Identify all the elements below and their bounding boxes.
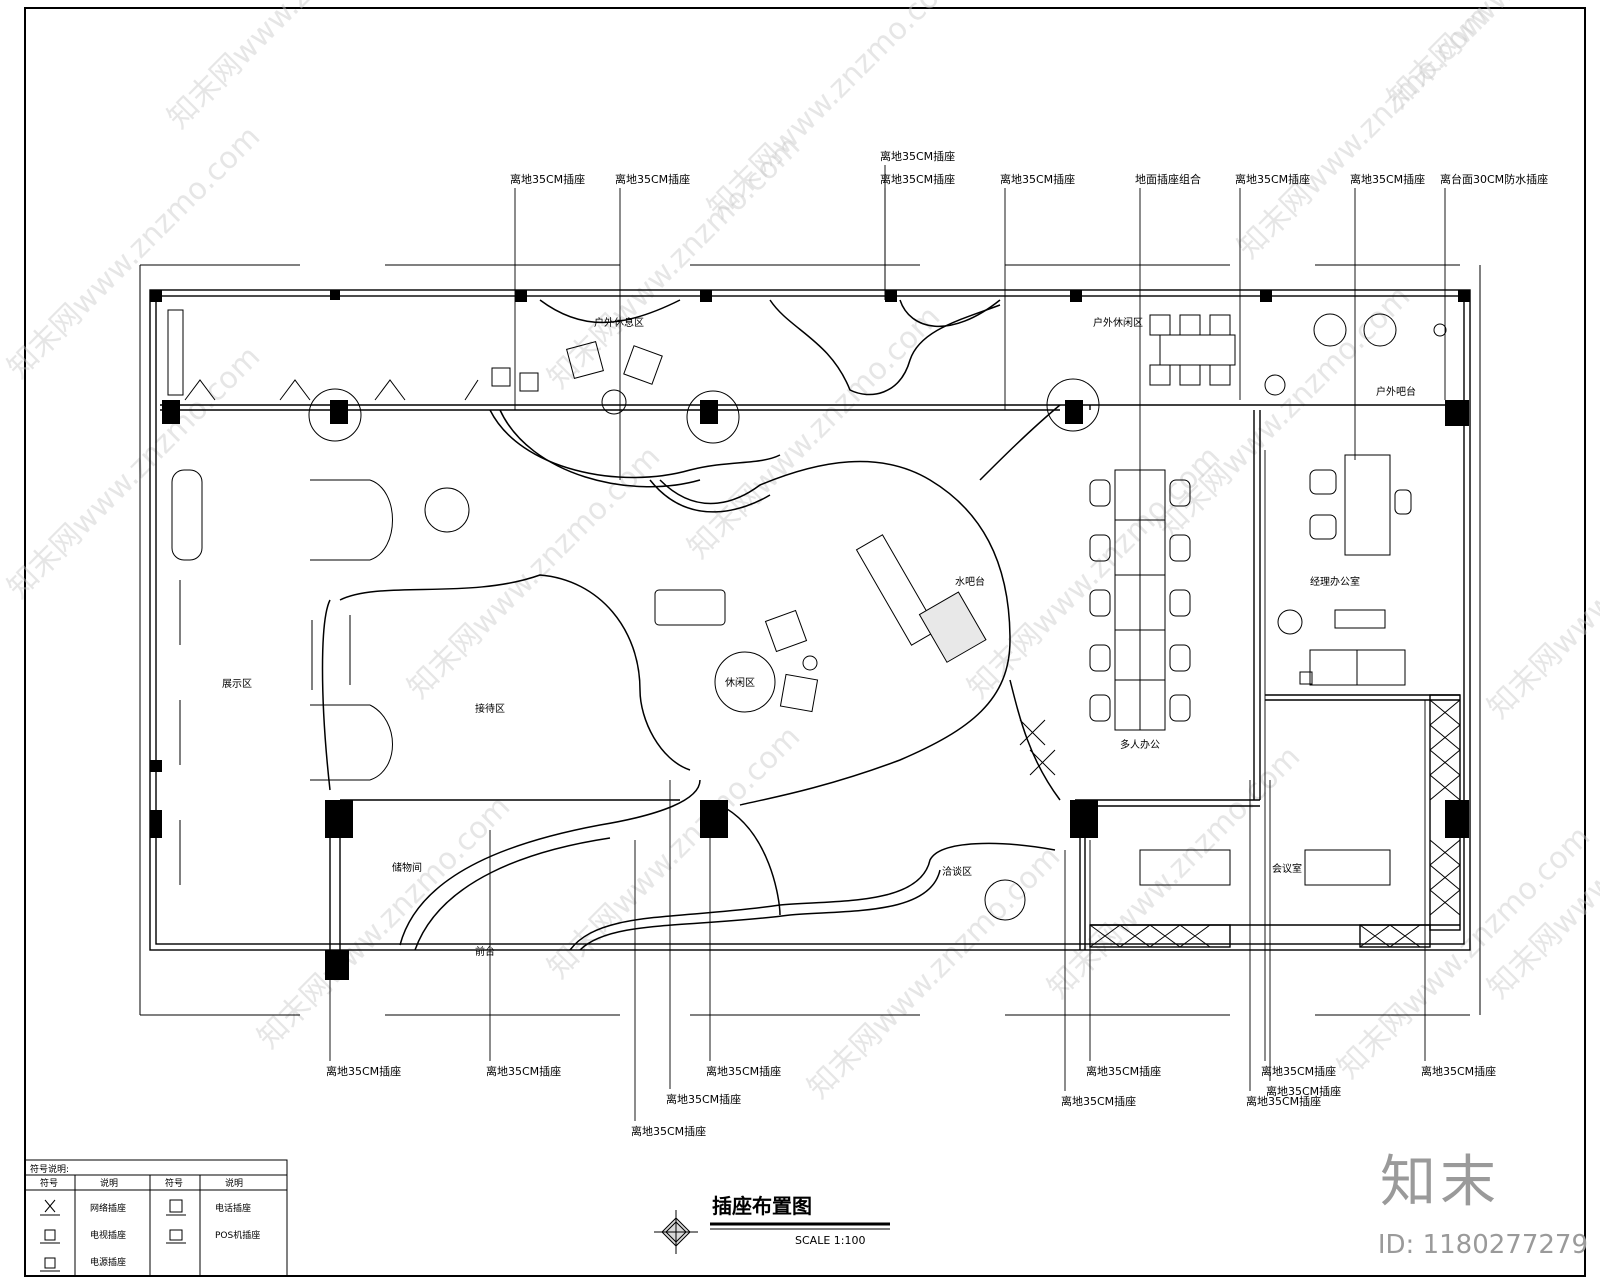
- column-block: [330, 400, 348, 424]
- callout-label-top: 离地35CM插座: [1235, 172, 1310, 186]
- column-block: [330, 290, 340, 300]
- column-block: [325, 800, 353, 838]
- room-labels: 户外休息区 户外休闲区 户外吧台 展示区 接待区 休闲区 水吧台 多人办公 经理…: [222, 316, 1416, 958]
- callout-label-top: 离地35CM插座: [880, 172, 955, 186]
- callout-label-bottom: 离地35CM插座: [631, 1124, 706, 1138]
- legend-item: 电源插座: [90, 1256, 126, 1268]
- column-block: [1065, 400, 1083, 424]
- room-label: 休闲区: [725, 676, 755, 689]
- legend-text: 符号说明: 符号 说明 符号 说明 网络插座 电话插座 电视插座 POS机插座 …: [30, 1163, 260, 1268]
- callout-label-top: 离地35CM插座: [880, 149, 955, 163]
- watermark-text: 知末网www.znzmo.com: [161, 0, 427, 136]
- dimension-lines: [139, 264, 1481, 1016]
- callout-label-top: 离台面30CM防水插座: [1440, 172, 1548, 186]
- watermark-text: 知末网www.znzmo.com: [251, 789, 517, 1055]
- watermark-text: 知末网www.znzmo.com: [1481, 459, 1600, 725]
- legend-item: 电视插座: [90, 1229, 126, 1241]
- room-label: 前台: [475, 945, 495, 958]
- column-block: [1260, 290, 1272, 302]
- legend-item: 电话插座: [215, 1202, 251, 1214]
- brand-logo: 知末: [1380, 1150, 1500, 1215]
- watermark-text: 知末网www.znzmo.com: [1041, 739, 1307, 1005]
- watermark-text: 知末网www.znzmo.com: [701, 0, 967, 226]
- room-label: 展示区: [222, 678, 252, 690]
- room-label: 会议室: [1272, 862, 1302, 875]
- drawing-frame: [24, 7, 1586, 1277]
- column-block: [700, 400, 718, 424]
- callout-label-bottom: 离地35CM插座: [1246, 1094, 1321, 1108]
- room-label: 多人办公: [1120, 738, 1160, 751]
- watermark-text: 知末网www.znzmo.com: [1151, 279, 1417, 545]
- room-label: 接待区: [475, 702, 505, 715]
- legend-header: 说明: [100, 1177, 118, 1189]
- watermark-text: 知末网www.znzmo.com: [1, 339, 267, 605]
- legend-header: 说明: [225, 1177, 243, 1189]
- title-block: 插座布置图 SCALE 1:100: [654, 1194, 890, 1254]
- callout-label-bottom: 离地35CM插座: [666, 1092, 741, 1106]
- column-block: [885, 290, 897, 302]
- callout-label-top: 地面插座组合: [1135, 172, 1201, 186]
- room-label: 洽谈区: [942, 865, 972, 878]
- room-label: 储物间: [392, 861, 422, 874]
- callout-label-top: 离地35CM插座: [510, 172, 585, 186]
- watermark-text: 知末网www.znzmo.com: [1381, 0, 1600, 116]
- column-block: [515, 290, 527, 302]
- callout-label-bottom: 离地35CM插座: [1266, 1084, 1341, 1098]
- curved-walls: [321, 299, 1061, 951]
- room-label: 经理办公室: [1310, 575, 1360, 588]
- callouts-bottom: 离地35CM插座离地35CM插座离地35CM插座离地35CM插座离地35CM插座…: [326, 1064, 1496, 1138]
- watermark-text: 知末网www.znzmo.com: [541, 719, 807, 985]
- callouts-top: 离地35CM插座离地35CM插座离地35CM插座离地35CM插座离地35CM插座…: [510, 149, 1548, 186]
- column-block: [700, 290, 712, 302]
- watermark-text: 知末网www.znzmo.com: [681, 299, 947, 565]
- column-block: [700, 800, 728, 838]
- room-label: 水吧台: [955, 575, 985, 588]
- watermark-text: 知末网www.znzmo.com: [801, 839, 1067, 1105]
- watermark-text: 知末网www.znzmo.com: [1, 119, 267, 385]
- drawing-scale: SCALE 1:100: [795, 1234, 865, 1247]
- building-walls: [149, 289, 1471, 951]
- column-block: [150, 760, 162, 772]
- room-label: 户外吧台: [1376, 385, 1416, 398]
- callout-label-bottom: 离地35CM插座: [486, 1064, 561, 1078]
- image-id: ID: 1180277279: [1377, 1230, 1588, 1260]
- room-label: 户外休息区: [594, 316, 644, 329]
- column-block: [1070, 800, 1098, 838]
- callout-label-top: 离地35CM插座: [1350, 172, 1425, 186]
- column-block: [150, 290, 162, 302]
- callout-label-bottom: 离地35CM插座: [326, 1064, 401, 1078]
- callout-label-bottom: 离地35CM插座: [1421, 1064, 1496, 1078]
- callout-label-bottom: 离地35CM插座: [706, 1064, 781, 1078]
- symbol-legend: [24, 1159, 288, 1277]
- watermark-text: 知末网www.znzmo.com: [401, 439, 667, 705]
- legend-item: POS机插座: [215, 1229, 260, 1241]
- callout-label-top: 离地35CM插座: [1000, 172, 1075, 186]
- structural-columns: [150, 290, 1470, 980]
- column-block: [1445, 400, 1469, 426]
- column-block: [1458, 290, 1470, 302]
- legend-header: 符号: [165, 1177, 183, 1189]
- legend-title: 符号说明:: [30, 1163, 69, 1175]
- callout-label-top: 离地35CM插座: [615, 172, 690, 186]
- callout-label-bottom: 离地35CM插座: [1261, 1064, 1336, 1078]
- callout-leaders: [329, 165, 1446, 1121]
- callout-label-bottom: 离地35CM插座: [1086, 1064, 1161, 1078]
- north-arrow-icon: [654, 1210, 698, 1254]
- column-block: [162, 400, 180, 424]
- legend-header: 符号: [40, 1177, 58, 1189]
- column-block: [150, 810, 162, 838]
- column-block: [325, 950, 349, 980]
- room-label: 户外休闲区: [1093, 316, 1143, 329]
- legend-item: 网络插座: [90, 1202, 126, 1214]
- callout-label-bottom: 离地35CM插座: [1061, 1094, 1136, 1108]
- drawing-title: 插座布置图: [712, 1194, 812, 1218]
- column-block: [1445, 800, 1469, 838]
- column-block: [1070, 290, 1082, 302]
